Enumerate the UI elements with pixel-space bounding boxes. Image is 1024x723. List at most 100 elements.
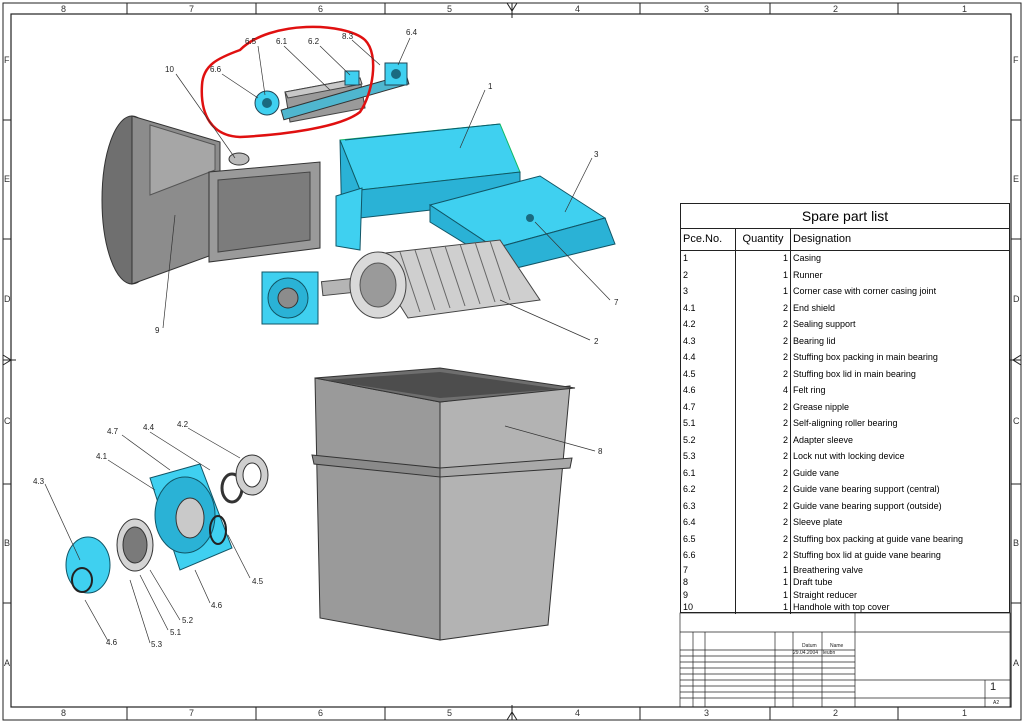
- zone-col-6-bottom: 6: [318, 708, 324, 718]
- part-quantity: 2: [735, 415, 790, 432]
- part-designation: Grease nipple: [790, 398, 1009, 415]
- callout-7: 7: [614, 298, 619, 307]
- leader-lines: [44, 37, 611, 644]
- part-number: 4.6: [683, 385, 696, 395]
- part-number: 6.2: [683, 484, 696, 494]
- zone-col-6-top: 6: [318, 4, 324, 14]
- part-number: 4.3: [683, 335, 696, 346]
- zone-col-7-top: 7: [189, 4, 195, 14]
- title-block-date: 29.04.2004: [793, 650, 819, 656]
- callout-4-3: 4.3: [33, 477, 45, 486]
- part-designation: Stuffing box lid at guide vane bearing: [790, 547, 1009, 564]
- spare-part-list-title: Spare part list: [681, 204, 1009, 229]
- callout-5-3: 5.3: [151, 640, 163, 649]
- part-number: 4.2: [683, 319, 696, 329]
- part-quantity: 2: [735, 431, 790, 448]
- part-number: 4.1: [683, 302, 696, 313]
- part-quantity: 1: [735, 266, 790, 283]
- part-quantity: 2: [735, 530, 790, 547]
- zone-row-e-right: E: [1013, 174, 1020, 184]
- part-number: 4.5: [683, 368, 696, 379]
- callout-4-5: 4.5: [252, 577, 264, 586]
- callout-4-6-left: 4.6: [106, 638, 118, 647]
- part-designation: Breathering valve: [790, 563, 1009, 576]
- part-designation: Stuffing box packing at guide vane beari…: [790, 530, 1009, 547]
- title-block-name-label: Name: [830, 643, 844, 649]
- callout-4-6-right: 4.6: [211, 601, 223, 610]
- part-quantity: 2: [735, 448, 790, 465]
- title-block-sheet-size: A2: [993, 700, 1000, 706]
- part-number: 5.2: [683, 434, 696, 445]
- part-quantity: 2: [735, 332, 790, 349]
- part-designation: Guide vane: [790, 464, 1009, 481]
- header-pce-no: Pce.No.: [683, 233, 723, 245]
- guide-vane-assembly: [254, 62, 410, 123]
- spare-part-list: Spare part list Pce.No. Quantity Designa…: [680, 203, 1010, 614]
- part-designation: Draft tube: [790, 576, 1009, 589]
- part-quantity: 2: [735, 299, 790, 316]
- callout-6-1: 6.1: [276, 37, 288, 46]
- zone-row-b-right: B: [1013, 538, 1020, 548]
- bearing-housing: [261, 271, 319, 325]
- callout-8-3: 8.3: [342, 32, 354, 41]
- part-quantity: 2: [735, 497, 790, 514]
- callout-5-2: 5.2: [182, 616, 194, 625]
- callout-3: 3: [594, 150, 599, 159]
- part-quantity: 1: [735, 283, 790, 300]
- zone-col-5-bottom: 5: [447, 708, 453, 718]
- part-quantity: 2: [735, 514, 790, 531]
- callout-1: 1: [488, 82, 493, 91]
- zone-col-1-bottom: 1: [962, 708, 968, 718]
- header-quantity: Quantity: [735, 229, 790, 250]
- part-number: 6.1: [683, 467, 696, 478]
- part-quantity: 1: [735, 563, 790, 576]
- part-number: 6.4: [683, 517, 696, 527]
- straight-reducer: [101, 115, 321, 285]
- zone-row-a-left: A: [4, 658, 11, 668]
- zone-col-1-top: 1: [962, 4, 968, 14]
- part-designation: Stuffing box lid in main bearing: [790, 365, 1009, 382]
- part-quantity: 1: [735, 588, 790, 601]
- part-designation: Self-aligning roller bearing: [790, 415, 1009, 432]
- bearing-exploded: [65, 454, 269, 594]
- title-block-sheet-number: 1: [990, 681, 997, 693]
- highlight-circle: [200, 25, 375, 139]
- part-designation: Straight reducer: [790, 588, 1009, 601]
- part-number: 10: [683, 602, 694, 612]
- zone-col-8-top: 8: [61, 4, 67, 14]
- part-number: 5.1: [683, 418, 696, 428]
- zone-row-d-left: D: [4, 294, 11, 304]
- part-quantity: 2: [735, 316, 790, 333]
- zone-row-e-left: E: [4, 174, 11, 184]
- draft-tube: [311, 367, 576, 641]
- part-quantity: 1: [735, 601, 790, 614]
- part-quantity: 1: [735, 250, 790, 267]
- callout-6-5: 6.5: [245, 37, 257, 46]
- zone-col-4-top: 4: [575, 4, 581, 14]
- part-designation: Sealing support: [790, 316, 1009, 333]
- zone-col-3-bottom: 3: [704, 708, 710, 718]
- part-designation: Corner case with corner casing joint: [790, 283, 1009, 300]
- zone-row-f-left: F: [4, 55, 10, 65]
- zone-col-4-bottom: 4: [575, 708, 581, 718]
- part-number: 6.6: [683, 550, 696, 560]
- part-designation: Stuffing box packing in main bearing: [790, 349, 1009, 366]
- part-number: 9: [683, 589, 689, 600]
- part-designation: End shield: [790, 299, 1009, 316]
- part-quantity: 2: [735, 547, 790, 564]
- part-quantity: 1: [735, 576, 790, 589]
- zone-col-5-top: 5: [447, 4, 453, 14]
